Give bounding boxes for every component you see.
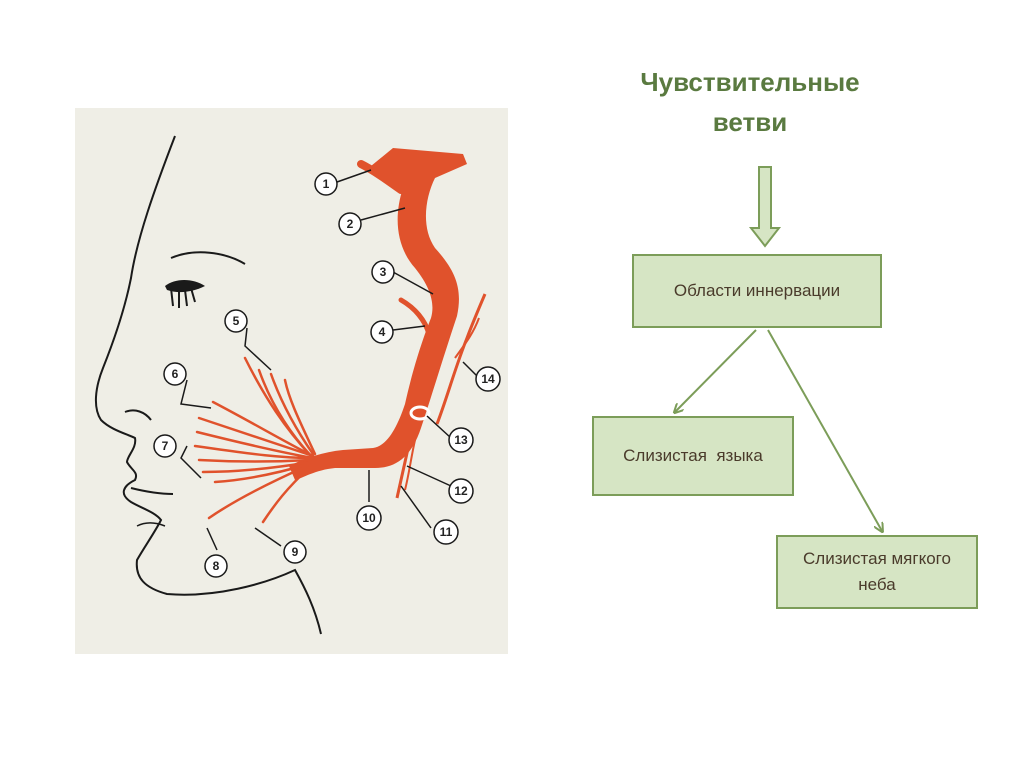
nerve-illustration: 1 2 3 4 5 6 7	[75, 108, 508, 654]
nerve-fan-branches	[193, 356, 317, 524]
svg-text:9: 9	[292, 545, 299, 559]
facial-nerve-diagram: 1 2 3 4 5 6 7	[95, 135, 501, 635]
box-tongue-mucosa: Слизистая языка	[592, 416, 794, 496]
svg-text:1: 1	[323, 177, 330, 191]
marker-8: 8	[204, 554, 228, 578]
marker-7: 7	[153, 434, 177, 458]
box-soft-palate-mucosa-label: Слизистая мягкого неба	[803, 549, 951, 594]
face-profile-outline	[95, 135, 322, 635]
marker-13: 13	[448, 427, 474, 453]
svg-text:6: 6	[172, 367, 179, 381]
marker-11: 11	[433, 519, 459, 545]
marker-5: 5	[224, 309, 248, 333]
svg-text:2: 2	[347, 217, 354, 231]
nerve-branch-14	[435, 293, 487, 425]
nerve-ring	[409, 405, 431, 421]
svg-text:13: 13	[454, 433, 468, 447]
nerve-branch-1	[357, 160, 405, 194]
page-title: Чувствительные ветви	[600, 62, 900, 142]
nerve-branch-11	[395, 443, 411, 499]
svg-text:12: 12	[454, 484, 468, 498]
nostril	[124, 409, 152, 421]
marker-9: 9	[283, 540, 307, 564]
box-innervation-areas: Области иннервации	[632, 254, 882, 328]
nerve-branch-4	[398, 297, 432, 337]
eyebrow	[170, 251, 246, 265]
marker-12: 12	[448, 478, 474, 504]
marker-3: 3	[371, 260, 395, 284]
nerve-branch-12	[404, 439, 416, 491]
marker-2: 2	[338, 212, 362, 236]
box-innervation-areas-label: Области иннервации	[673, 281, 841, 300]
svg-text:4: 4	[379, 325, 386, 339]
svg-text:3: 3	[380, 265, 387, 279]
svg-text:5: 5	[233, 314, 240, 328]
title-line-1: Чувствительные	[640, 67, 860, 97]
svg-text:10: 10	[362, 511, 376, 525]
eyelashes	[170, 287, 196, 308]
marker-1: 1	[314, 172, 338, 196]
svg-text:11: 11	[440, 525, 453, 539]
box-soft-palate-mucosa: Слизистая мягкого неба	[776, 535, 978, 609]
marker-10: 10	[356, 505, 382, 531]
nerve-branch-3	[429, 284, 441, 319]
svg-text:14: 14	[481, 372, 495, 386]
chin-crease	[136, 522, 166, 527]
box-tongue-mucosa-label: Слизистая языка	[623, 446, 763, 465]
svg-text:7: 7	[162, 439, 169, 453]
nerve-trunk	[289, 148, 467, 480]
title-line-2: ветви	[712, 107, 788, 137]
marker-4: 4	[370, 320, 394, 344]
connector-to-tongue	[675, 329, 757, 412]
eye	[165, 280, 205, 293]
lips-line	[130, 487, 174, 495]
label-leader-lines	[180, 169, 480, 551]
marker-6: 6	[163, 362, 187, 386]
svg-text:8: 8	[213, 559, 220, 573]
down-arrow-icon	[748, 166, 782, 248]
nerve-branch-14b	[454, 317, 480, 359]
marker-14: 14	[475, 366, 501, 392]
